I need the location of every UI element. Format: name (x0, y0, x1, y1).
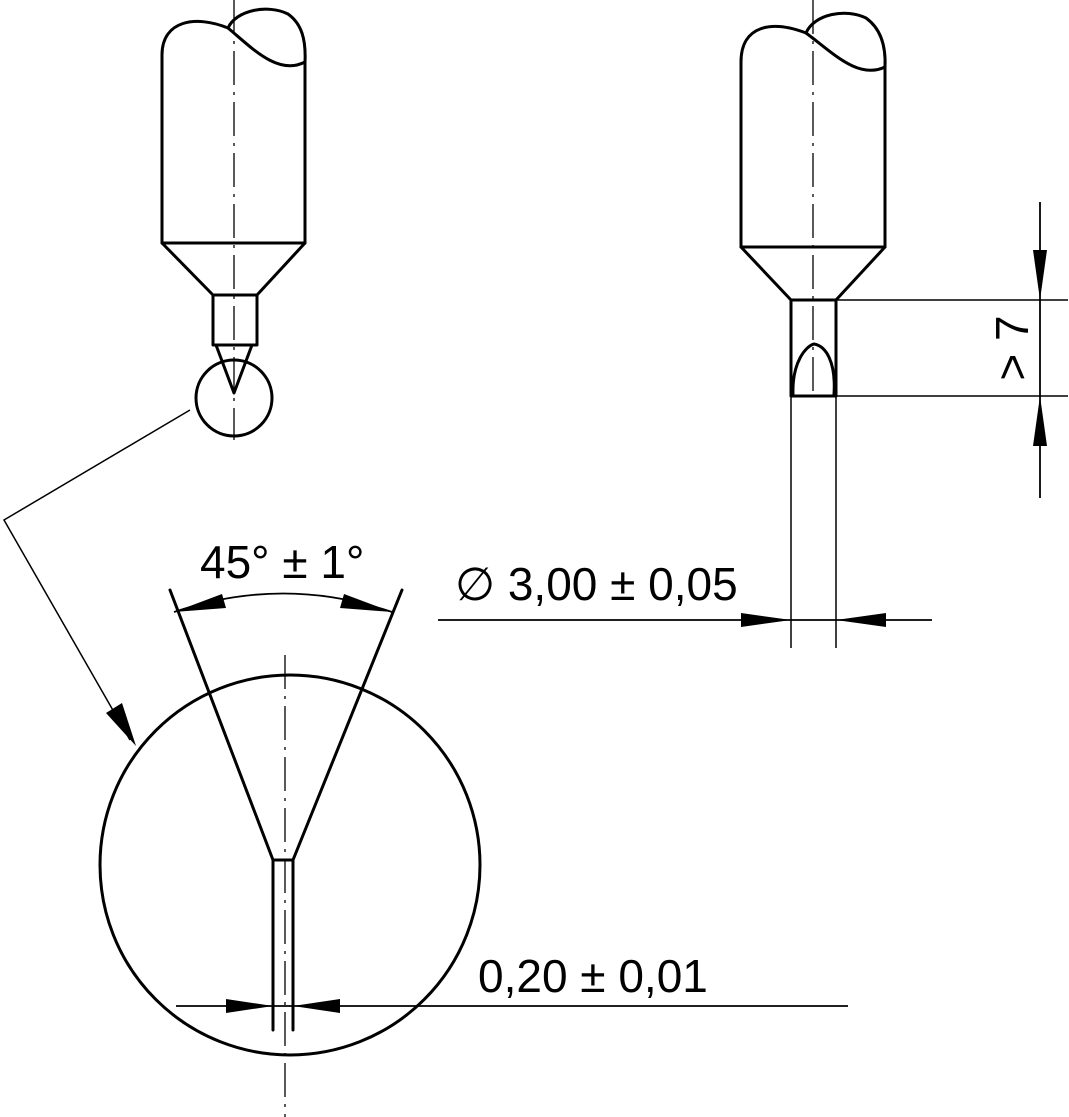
left-tool-cone (160, 241, 307, 297)
width-arrow-left (226, 999, 273, 1013)
left-tool-neck (211, 293, 259, 347)
depth-arrow-top (1033, 250, 1047, 300)
right-tool-cone (739, 245, 887, 302)
width-dimension-label: 0,20 ± 0,01 (478, 950, 708, 1002)
detail-leader (2, 409, 191, 746)
diameter-dimension-label: ∅ 3,00 ± 0,05 (455, 558, 738, 610)
diameter-arrow-right (836, 613, 886, 627)
left-tool-break-curve (226, 7, 307, 64)
angle-arrow-left (174, 594, 226, 612)
angle-arrow-right (340, 594, 392, 612)
depth-arrow-bottom (1033, 396, 1047, 446)
detail-circle (98, 673, 482, 1057)
right-tool-view: > 7 ∅ 3,00 ± 0,05 (438, 0, 1068, 648)
width-arrow-right (293, 999, 340, 1013)
left-tool-view (160, 0, 307, 440)
enlarged-detail: 45° ± 1° 0,20 ± 0,01 (98, 536, 848, 1117)
depth-dimension-label: > 7 (986, 315, 1038, 380)
right-tool-neck (789, 298, 838, 398)
right-tool-break-curve (804, 11, 887, 69)
detail-v-groove (168, 588, 404, 862)
angle-dimension-label: 45° ± 1° (200, 536, 364, 588)
detail-leader-arrow (106, 703, 136, 746)
diameter-arrow-left (741, 613, 791, 627)
right-tool-slot-end (791, 342, 836, 396)
